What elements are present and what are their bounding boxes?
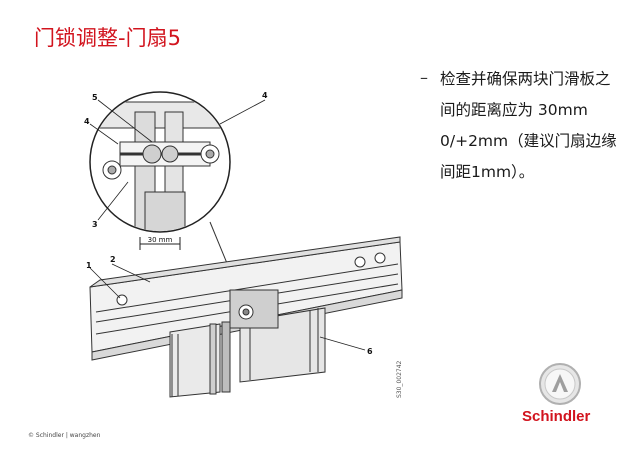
dimension-label: 30 mm <box>148 236 173 244</box>
drawing-doc-number: S30_002742 <box>396 360 403 398</box>
callout-4-right: 4 <box>262 91 268 100</box>
callout-3: 3 <box>92 220 98 229</box>
callout-5: 5 <box>92 93 98 102</box>
bullet-dash: – <box>420 68 428 87</box>
callout-4-left: 4 <box>84 117 90 126</box>
door-lock-technical-drawing: 30 mm 5 4 4 3 1 2 6 <box>84 91 403 398</box>
callout-6: 6 <box>367 347 373 356</box>
bullet-text: 检查并确保两块门滑板之间的距离应为 30mm 0/+2mm（建议门扇边缘间距1m… <box>440 70 617 181</box>
magnified-detail: 30 mm <box>89 91 231 250</box>
slide-title: 门锁调整-门扇5 <box>34 26 181 50</box>
footer-copyright: © Schindler | wangzhen <box>28 432 101 439</box>
schindler-logo-text: Schindler <box>522 408 591 425</box>
callout-2: 2 <box>110 255 116 264</box>
schindler-logo-icon <box>539 363 581 405</box>
door-rail-assembly <box>89 236 403 398</box>
callout-1: 1 <box>86 261 92 270</box>
